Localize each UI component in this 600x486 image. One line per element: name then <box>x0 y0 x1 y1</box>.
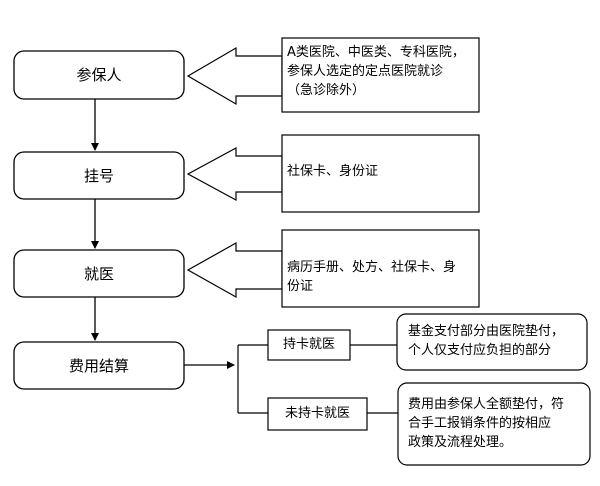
branch-label-card: 持卡就医 <box>282 337 335 352</box>
block-arrow-note-2 <box>186 146 283 202</box>
branch-note-card-line-1: 基金支付部分由医院垫付， <box>408 324 565 339</box>
branch-note-text-card: 基金支付部分由医院垫付， 个人仅支付应负担的部分 <box>408 322 586 360</box>
step-box-insured <box>13 50 185 100</box>
note-2-line-1: 社保卡、身份证 <box>287 164 379 179</box>
note-3-line-1: 病历手册、处方、社保卡、身 <box>287 260 457 275</box>
block-arrow-note-1 <box>186 46 283 106</box>
branch-box-card <box>267 329 351 361</box>
step-label-register: 挂号 <box>83 166 114 185</box>
step-label-insured: 参保人 <box>76 66 122 84</box>
note-box-2 <box>281 134 480 213</box>
step-box-register <box>13 151 185 200</box>
branch-note-nocard-line-1: 费用由参保人全额垫付，符 <box>408 397 565 412</box>
branch-note-box-nocard <box>397 382 591 466</box>
step-box-treatment <box>13 249 185 298</box>
note-box-1 <box>281 37 480 113</box>
note-text-2: 社保卡、身份证 <box>287 162 477 181</box>
step-label-settlement: 费用结算 <box>68 356 129 375</box>
note-1-line-3: （急诊除外） <box>287 83 366 98</box>
branch-box-nocard <box>267 397 368 431</box>
block-arrow-note-3 <box>186 241 283 299</box>
note-1-line-1: A类医院、中医类、专科医院， <box>287 45 465 60</box>
note-text-3: 病历手册、处方、社保卡、身 份证 <box>287 258 477 296</box>
step-label-treatment: 就医 <box>83 264 114 283</box>
branch-note-box-card <box>396 313 588 371</box>
note-box-3 <box>281 229 480 308</box>
branch-note-nocard-line-2: 合手工报销条件的按相应 <box>408 416 552 431</box>
note-text-1: A类医院、中医类、专科医院， 参保人选定的定点医院就诊 （急诊除外） <box>287 43 477 100</box>
note-1-line-2: 参保人选定的定点医院就诊 <box>287 64 444 79</box>
branch-note-card-line-2: 个人仅支付应负担的部分 <box>408 343 552 358</box>
note-3-line-2: 份证 <box>287 279 314 294</box>
branch-note-text-nocard: 费用由参保人全额垫付，符 合手工报销条件的按相应 政策及流程处理。 <box>408 395 588 452</box>
branch-label-nocard: 未持卡就医 <box>284 406 350 421</box>
branch-note-nocard-line-3: 政策及流程处理。 <box>408 435 513 450</box>
